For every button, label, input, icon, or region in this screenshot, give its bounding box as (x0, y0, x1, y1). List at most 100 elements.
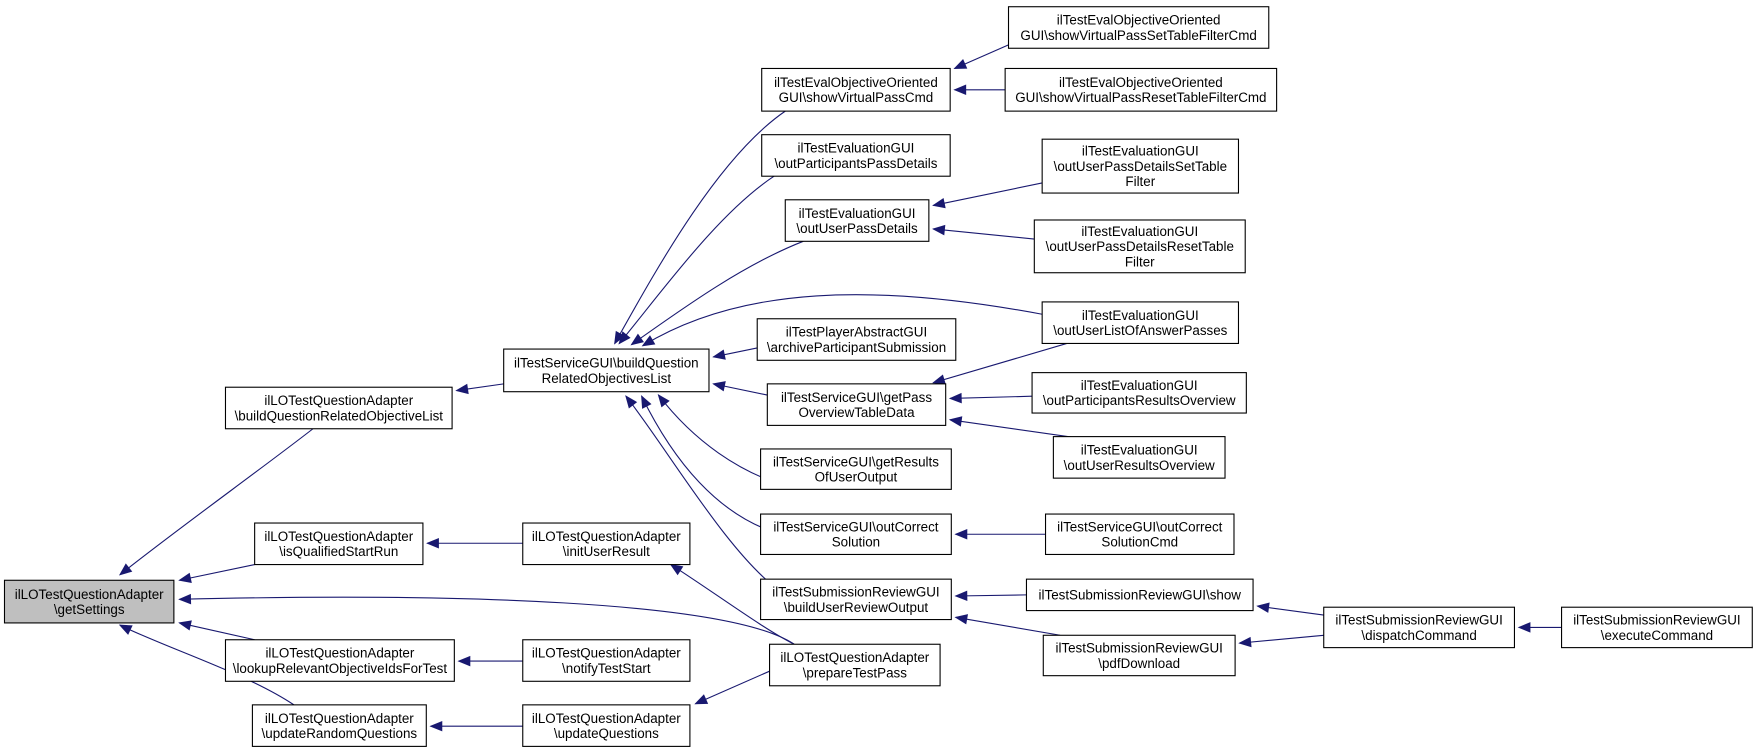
edge-outUserPassDetailsSetTableFilter-to-outUserPassDetails (933, 182, 1043, 206)
edge-outUserPassDetailsResetTableFilter-to-outUserPassDetails-arrowhead (932, 224, 946, 236)
node-box[interactable] (760, 513, 952, 556)
node-pdfDownload[interactable]: ilTestSubmissionReviewGUI\pdfDownload (1042, 634, 1236, 677)
node-box[interactable] (761, 67, 951, 112)
node-box[interactable] (761, 134, 951, 177)
node-label-line: ilTestServiceGUI\getPass (781, 390, 932, 405)
edge-outUserPassDetails-to-buildQROLsvc-arrowhead (630, 333, 644, 346)
node-label-line: \buildQuestionRelatedObjectiveList (235, 408, 444, 423)
node-box[interactable] (756, 318, 957, 361)
node-buildUserReviewOutput[interactable]: ilTestSubmissionReviewGUI\buildUserRevie… (760, 578, 952, 621)
edge-show-to-buildUserReviewOutput-arrowhead (954, 590, 968, 602)
edge-prepareTestPass-to-updateQuestions (695, 670, 770, 705)
edge-dispatchCommand-to-pdfDownload-arrowhead (1238, 636, 1252, 648)
node-box[interactable] (522, 639, 691, 682)
node-label-line: Solution (832, 535, 880, 550)
node-label-line: ilTestEvaluationGUI (799, 206, 916, 221)
node-box[interactable] (1007, 6, 1270, 49)
node-box[interactable] (760, 448, 952, 490)
node-getPassOverviewTableData[interactable]: ilTestServiceGUI\getPassOverviewTableDat… (766, 383, 947, 426)
node-box[interactable] (1033, 219, 1246, 274)
node-box[interactable] (224, 386, 453, 430)
edge-executeCommand-to-dispatchCommand-arrowhead (1517, 622, 1531, 633)
node-updateQuestions[interactable]: ilLOTestQuestionAdapter\updateQuestions (522, 704, 691, 747)
node-box[interactable] (522, 704, 691, 747)
node-dispatchCommand[interactable]: ilTestSubmissionReviewGUI\dispatchComman… (1323, 606, 1515, 649)
node-box[interactable] (3, 579, 175, 624)
edge-archiveParticipantSubmission-to-buildQROLsvc-arrowhead (712, 349, 726, 360)
edge-prepareTestPass-to-initUserResult (670, 564, 795, 645)
node-label-line: \prepareTestPass (803, 665, 908, 680)
node-box[interactable] (1004, 67, 1278, 112)
node-initUserResult[interactable]: ilLOTestQuestionAdapter\initUserResult (522, 522, 691, 566)
edge-prepareTestPass-to-initUserResult-arrowhead (669, 563, 684, 576)
edge-outCorrectSolution-to-buildQROLsvc (641, 395, 781, 535)
node-isQualified[interactable]: ilLOTestQuestionAdapter\isQualifiedStart… (254, 522, 424, 566)
node-label-line: ilTestEvalObjectiveOriented (774, 75, 938, 90)
node-label-line: \getSettings (54, 602, 125, 617)
node-buildQROLsvc[interactable]: ilTestServiceGUI\buildQuestionRelatedObj… (503, 348, 710, 393)
node-notifyTestStart[interactable]: ilLOTestQuestionAdapter\notifyTestStart (522, 639, 691, 682)
node-outUserPassDetailsSetTableFilter[interactable]: ilTestEvaluationGUI\outUserPassDetailsSe… (1041, 138, 1240, 194)
node-showVirtualPassResetTableFilterCmd[interactable]: ilTestEvalObjectiveOrientedGUI\showVirtu… (1004, 67, 1278, 112)
node-label-line: ilTestEvaluationGUI (1081, 378, 1198, 393)
node-showVirtualPassCmd[interactable]: ilTestEvalObjectiveOrientedGUI\showVirtu… (761, 67, 951, 112)
node-outUserPassDetailsResetTableFilter[interactable]: ilTestEvaluationGUI\outUserPassDetailsRe… (1033, 219, 1246, 274)
node-outUserPassDetails[interactable]: ilTestEvaluationGUI\outUserPassDetails (784, 199, 930, 242)
node-box[interactable] (1025, 578, 1254, 612)
node-box[interactable] (1323, 606, 1515, 649)
node-box[interactable] (1031, 372, 1247, 414)
node-label-line: ilLOTestQuestionAdapter (532, 529, 681, 544)
node-label-line: ilLOTestQuestionAdapter (15, 587, 164, 602)
edge-outParticipantsResultsOverview-to-getPassOverviewTableData (950, 395, 1033, 399)
node-box[interactable] (1052, 436, 1226, 479)
node-show[interactable]: ilTestSubmissionReviewGUI\show (1025, 578, 1254, 612)
node-buildQROL[interactable]: ilLOTestQuestionAdapter\buildQuestionRel… (224, 386, 453, 430)
edge-pdfDownload-to-buildUserReviewOutput (955, 616, 1061, 636)
node-outUserResultsOverview[interactable]: ilTestEvaluationGUI\outUserResultsOvervi… (1052, 436, 1226, 479)
node-box[interactable] (766, 383, 947, 426)
node-box[interactable] (1041, 138, 1240, 194)
node-box[interactable] (769, 643, 941, 687)
node-label-line: ilTestSubmissionReviewGUI (1055, 641, 1222, 656)
edge-prepareTestPass-to-getSettings (179, 596, 795, 645)
node-outParticipantsPassDetails[interactable]: ilTestEvaluationGUI\outParticipantsPassD… (761, 134, 951, 177)
node-showVirtualPassSetTableFilterCmd[interactable]: ilTestEvalObjectiveOrientedGUI\showVirtu… (1007, 6, 1270, 49)
node-box[interactable] (760, 578, 952, 621)
edge-lookupRelevant-to-getSettings-arrowhead (178, 620, 192, 631)
node-label-line: \outUserPassDetailsResetTable (1046, 239, 1234, 254)
node-archiveParticipantSubmission[interactable]: ilTestPlayerAbstractGUI\archiveParticipa… (756, 318, 957, 361)
node-label-line: Filter (1125, 174, 1155, 189)
edge-getResultsOfUserOutput-to-buildQROLsvc-arrowhead (657, 394, 670, 408)
node-lookupRelevant[interactable]: ilLOTestQuestionAdapter\lookupRelevantOb… (224, 639, 455, 682)
node-box[interactable] (522, 522, 691, 566)
node-label-line: ilTestServiceGUI\outCorrect (773, 519, 938, 534)
edge-buildQROLsvc-to-buildQROL-arrowhead (455, 383, 469, 395)
node-box[interactable] (503, 348, 710, 393)
edge-buildQROL-to-getSettings (119, 428, 314, 576)
node-box[interactable] (1041, 301, 1240, 345)
node-label-line: \dispatchCommand (1361, 628, 1476, 643)
node-outUserListOfAnswerPasses[interactable]: ilTestEvaluationGUI\outUserListOfAnswerP… (1041, 301, 1240, 345)
node-box[interactable] (251, 704, 427, 747)
node-label-line: RelatedObjectivesList (542, 371, 672, 386)
node-label-line: ilLOTestQuestionAdapter (264, 393, 413, 408)
node-box[interactable] (254, 522, 424, 566)
node-label-line: ilLOTestQuestionAdapter (532, 711, 681, 726)
node-box[interactable] (1561, 606, 1753, 649)
node-label-line: \outUserPassDetails (796, 221, 918, 236)
edge-updateQuestions-to-updateRandom-arrowhead (429, 720, 443, 732)
node-box[interactable] (784, 199, 930, 242)
node-prepareTestPass[interactable]: ilLOTestQuestionAdapter\prepareTestPass (769, 643, 941, 687)
node-box[interactable] (224, 639, 455, 682)
edge-outParticipantsPassDetails-to-buildQROLsvc (618, 175, 775, 344)
node-executeCommand[interactable]: ilTestSubmissionReviewGUI\executeCommand (1561, 606, 1753, 649)
node-box[interactable] (1044, 513, 1235, 556)
node-box[interactable] (1042, 634, 1236, 677)
node-label-line: ilTestSubmissionReviewGUI (1335, 613, 1502, 628)
node-getSettings[interactable]: ilLOTestQuestionAdapter\getSettings (3, 579, 175, 624)
node-updateRandom[interactable]: ilLOTestQuestionAdapter\updateRandomQues… (251, 704, 427, 747)
node-outParticipantsResultsOverview[interactable]: ilTestEvaluationGUI\outParticipantsResul… (1031, 372, 1247, 414)
